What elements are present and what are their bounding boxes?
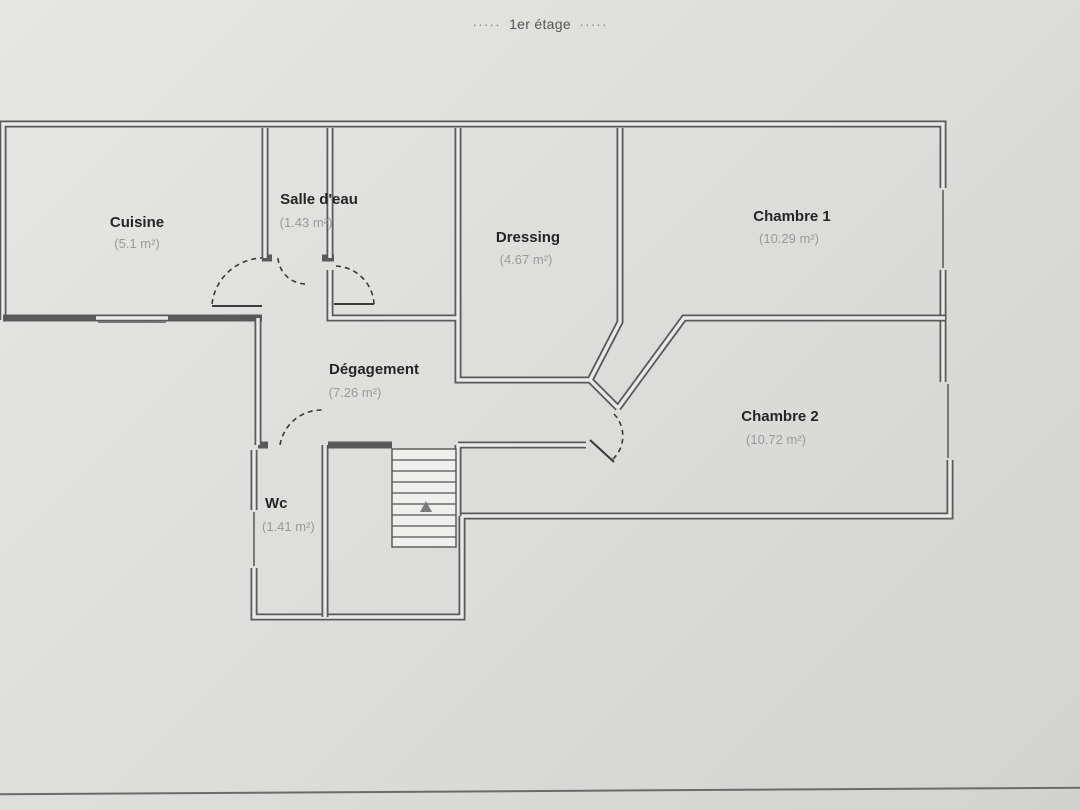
outer-wall bbox=[0, 120, 954, 621]
interior-walls bbox=[3, 128, 945, 617]
room-area-degagement: (7.26 m²) bbox=[329, 385, 382, 400]
room-name-degagement: Dégagement bbox=[329, 361, 419, 378]
room-area-wc: (1.41 m²) bbox=[262, 519, 315, 534]
room-name-chambre-2: Chambre 2 bbox=[741, 408, 819, 425]
room-name-cuisine: Cuisine bbox=[110, 214, 164, 231]
doors bbox=[211, 257, 624, 463]
stair-arrow-icon bbox=[420, 501, 432, 512]
room-name-chambre-1: Chambre 1 bbox=[753, 208, 831, 225]
room-labels: Cuisine (5.1 m²) Salle d'eau (1.43 m²) D… bbox=[110, 191, 831, 534]
title-dots-right: ····· bbox=[579, 16, 608, 32]
staircase bbox=[391, 448, 457, 548]
room-area-chambre-1: (10.29 m²) bbox=[759, 231, 819, 246]
door-salle-deau-arc-2 bbox=[335, 265, 375, 305]
door-chambre-2-arc bbox=[611, 413, 624, 461]
door-cuisine-arc bbox=[211, 257, 263, 305]
interior-walls-inner bbox=[256, 128, 945, 617]
room-name-salle-deau: Salle d'eau bbox=[280, 191, 358, 208]
room-area-salle-deau: (1.43 m²) bbox=[280, 215, 333, 230]
door-salle-deau-arc bbox=[277, 257, 307, 285]
room-name-wc: Wc bbox=[265, 495, 288, 512]
room-area-dressing: (4.67 m²) bbox=[500, 252, 553, 267]
room-name-dressing: Dressing bbox=[496, 229, 560, 246]
floor-label: ····· 1er étage ····· bbox=[0, 16, 1080, 32]
room-area-cuisine: (5.1 m²) bbox=[114, 236, 160, 251]
room-area-chambre-2: (10.72 m²) bbox=[746, 432, 806, 447]
door-chambre-2-leaf bbox=[589, 439, 615, 463]
walls bbox=[0, 120, 954, 621]
outer-wall-inner bbox=[1, 122, 952, 619]
floor-label-text: 1er étage bbox=[509, 16, 571, 32]
stair-outline bbox=[391, 448, 457, 548]
title-dots-left: ····· bbox=[472, 16, 501, 32]
door-wc-arc bbox=[279, 409, 323, 446]
